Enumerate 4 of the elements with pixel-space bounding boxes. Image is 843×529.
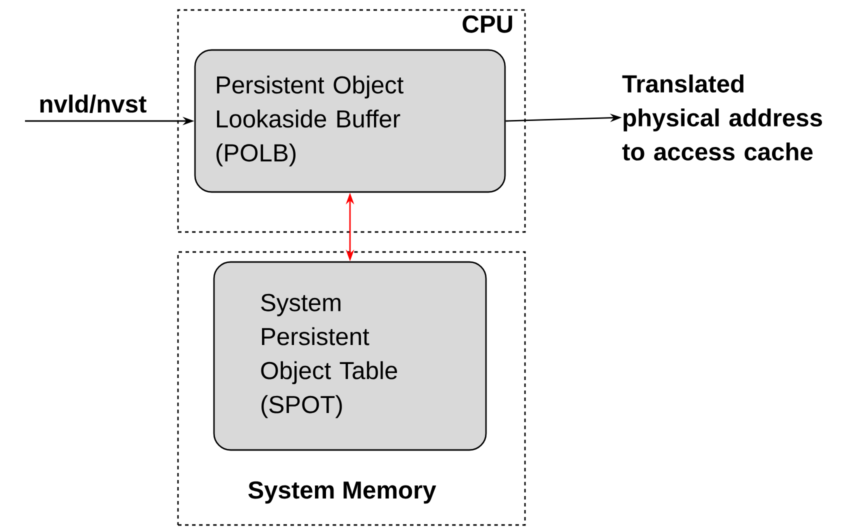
process-box: System Persistent Object Table (SPOT) — [213, 261, 487, 451]
edge-label: nvld/nvst — [40, 94, 146, 113]
process-box: Persistent Object Lookaside Buffer (POLB) — [194, 49, 506, 193]
output-text: Translated physical address to access cache — [622, 74, 822, 160]
